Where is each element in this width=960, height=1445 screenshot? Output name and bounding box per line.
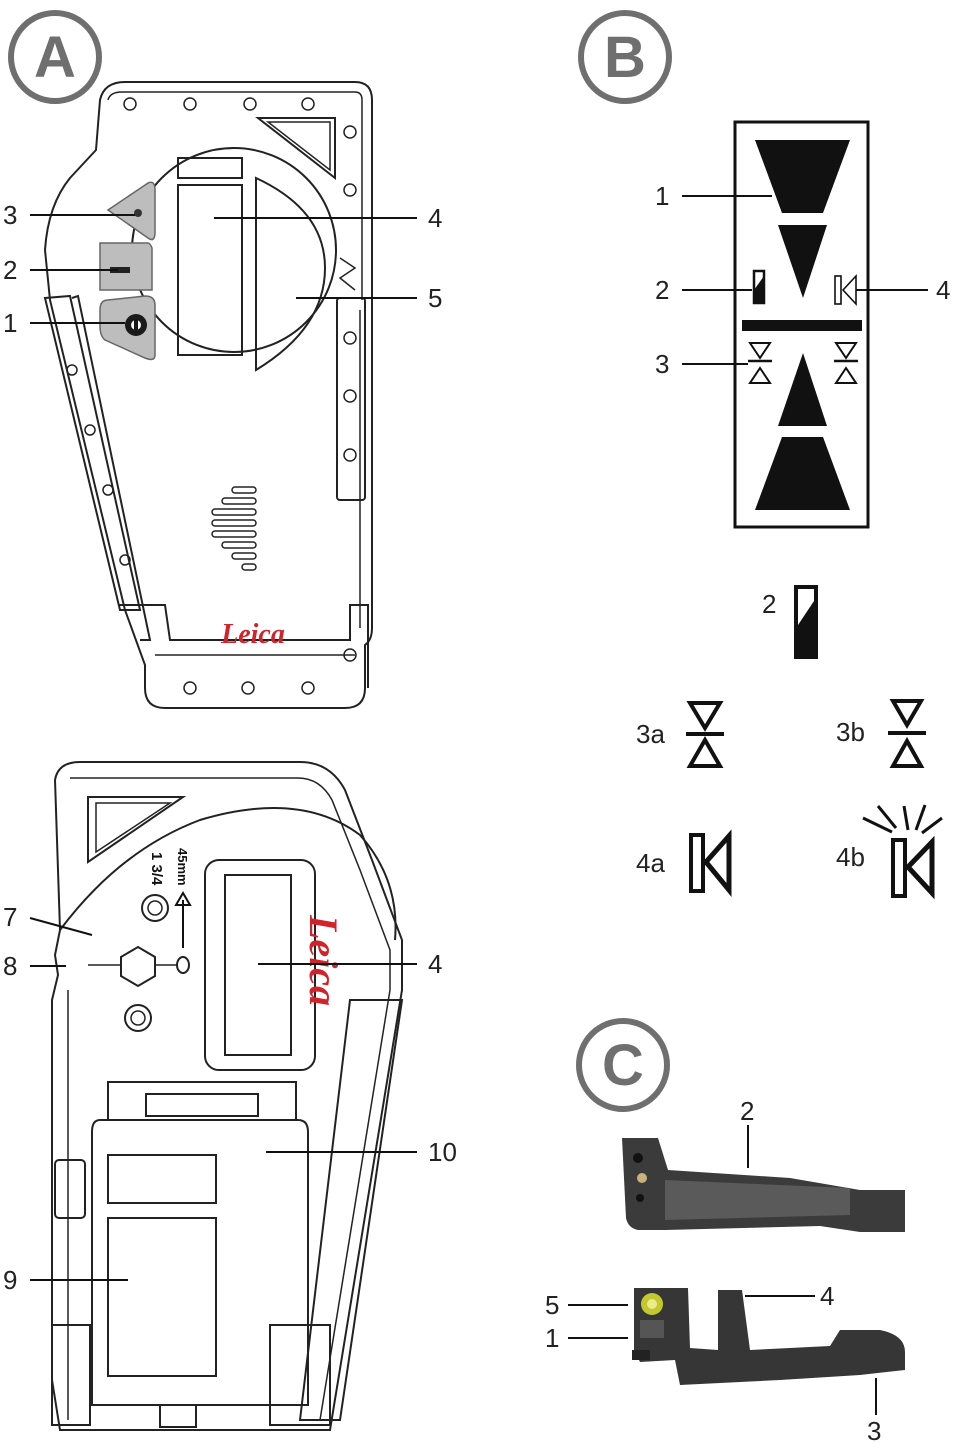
- display-center-bar: [742, 320, 862, 331]
- clamp-bracket-view: 2 5 1 4 3: [545, 1096, 905, 1445]
- back-label-9: 9: [3, 1265, 17, 1295]
- back-label-7: 7: [3, 902, 17, 932]
- section-a-letter: A: [34, 25, 76, 90]
- front-label-1: 1: [3, 308, 17, 338]
- front-brand-logo: Leica: [220, 619, 285, 650]
- back-label-8: 8: [3, 951, 17, 981]
- back-small-oval: [176, 956, 190, 974]
- display-bottom-arrow-small: [778, 353, 827, 426]
- display-accuracy-icon-right: [834, 342, 858, 384]
- front-label-4: 4: [428, 203, 442, 233]
- back-housing-outline: [51, 761, 403, 1431]
- front-bottom-bracket: [118, 604, 369, 688]
- front-label-2: 2: [3, 255, 17, 285]
- section-b-marker: B: [578, 10, 672, 104]
- clamp-label-4: 4: [820, 1281, 834, 1311]
- clamp-label-5: 5: [545, 1290, 559, 1320]
- back-corner-window: [87, 796, 187, 864]
- display-frame: [733, 120, 870, 529]
- front-top-holes: [123, 97, 357, 197]
- front-label-3: 3: [3, 200, 17, 230]
- back-battery-hinge: [107, 1081, 297, 1121]
- back-offset-marker: 45mm 1 3/4: [148, 848, 192, 948]
- legend-label-3a: 3a: [636, 719, 665, 749]
- back-battery-cover: [91, 1119, 309, 1406]
- back-mount-hole-top: [141, 894, 169, 922]
- legend-accuracy-coarse-icon: [888, 699, 926, 768]
- display-bottom-arrow-large: [755, 437, 850, 510]
- offset-mm-text: 45mm: [175, 848, 190, 886]
- volume-icon: [110, 267, 130, 273]
- front-clamp-arm: [43, 294, 152, 641]
- front-laser-sensor-window: [255, 176, 327, 372]
- legend-label-4a: 4a: [636, 848, 665, 878]
- back-left-foot: [51, 1324, 91, 1426]
- display-speaker-icon: [834, 273, 857, 307]
- display-accuracy-icon-left: [748, 342, 772, 384]
- clamp-bracket-bottom: [632, 1288, 905, 1385]
- back-hex-mount: [120, 945, 156, 988]
- back-battery-slot-top: [107, 1154, 217, 1204]
- back-battery-latch: [159, 1404, 197, 1428]
- back-right-foot: [269, 1324, 331, 1426]
- display-panel: 1 2 3 4: [655, 120, 950, 529]
- front-top-indicator: [177, 157, 243, 179]
- offset-inch-text: 1 3/4: [148, 852, 165, 886]
- receiver-back-view: 45mm 1 3/4 Leica 7 8 4 10 9: [3, 761, 457, 1431]
- sensitivity-icon: [134, 209, 142, 217]
- clamp-label-1: 1: [545, 1323, 559, 1353]
- front-housing-outline: [43, 81, 373, 709]
- legend-label-2: 2: [762, 589, 776, 619]
- front-rail-holes: [343, 331, 357, 462]
- display-top-arrow-large: [755, 140, 850, 213]
- front-label-5: 5: [428, 283, 442, 313]
- back-left-clip: [54, 1159, 86, 1219]
- sensitivity-button[interactable]: [106, 181, 156, 241]
- clamp-bracket-top: [622, 1138, 905, 1232]
- display-label-1: 1: [655, 181, 669, 211]
- legend-accuracy-fine-icon: [686, 701, 724, 768]
- front-speaker-grille: [211, 486, 257, 571]
- front-side-notch: [338, 257, 357, 291]
- volume-button[interactable]: [99, 242, 153, 291]
- front-lcd-display: [177, 184, 243, 356]
- back-right-rail: [298, 999, 404, 1421]
- legend-label-3b: 3b: [836, 717, 865, 747]
- section-b-letter: B: [604, 25, 646, 90]
- display-top-arrow-small: [778, 225, 827, 298]
- section-c-marker: C: [576, 1018, 670, 1112]
- display-label-3: 3: [655, 349, 669, 379]
- legend-label-4b: 4b: [836, 842, 865, 872]
- clamp-label-2: 2: [740, 1096, 754, 1126]
- front-bottom-holes: [183, 648, 357, 695]
- symbol-legend: 2 3a 3b 4a 4b: [636, 585, 943, 900]
- back-label-4: 4: [428, 949, 442, 979]
- display-label-4: 4: [936, 275, 950, 305]
- back-battery-slot-main: [107, 1217, 217, 1377]
- legend-speaker-on-icon: [862, 804, 943, 900]
- section-c-letter: C: [602, 1033, 644, 1098]
- back-label-10: 10: [428, 1137, 457, 1167]
- back-round-arc: [59, 807, 397, 941]
- receiver-front-view: Leica 3 2 1 4 5: [3, 81, 442, 709]
- back-mount-hole-bottom: [124, 1004, 152, 1032]
- display-label-2: 2: [655, 275, 669, 305]
- back-brand-logo: Leica: [301, 914, 346, 1006]
- front-clamp-holes: [66, 364, 131, 566]
- front-button-group: [99, 181, 156, 361]
- front-inner-outline: [107, 91, 363, 656]
- legend-speaker-off-icon: [689, 829, 732, 897]
- back-inner-outline: [67, 777, 391, 1421]
- front-right-rail: [336, 297, 366, 501]
- front-corner-window: [255, 117, 336, 181]
- section-a-marker: A: [8, 10, 102, 104]
- clamp-label-3: 3: [867, 1416, 881, 1445]
